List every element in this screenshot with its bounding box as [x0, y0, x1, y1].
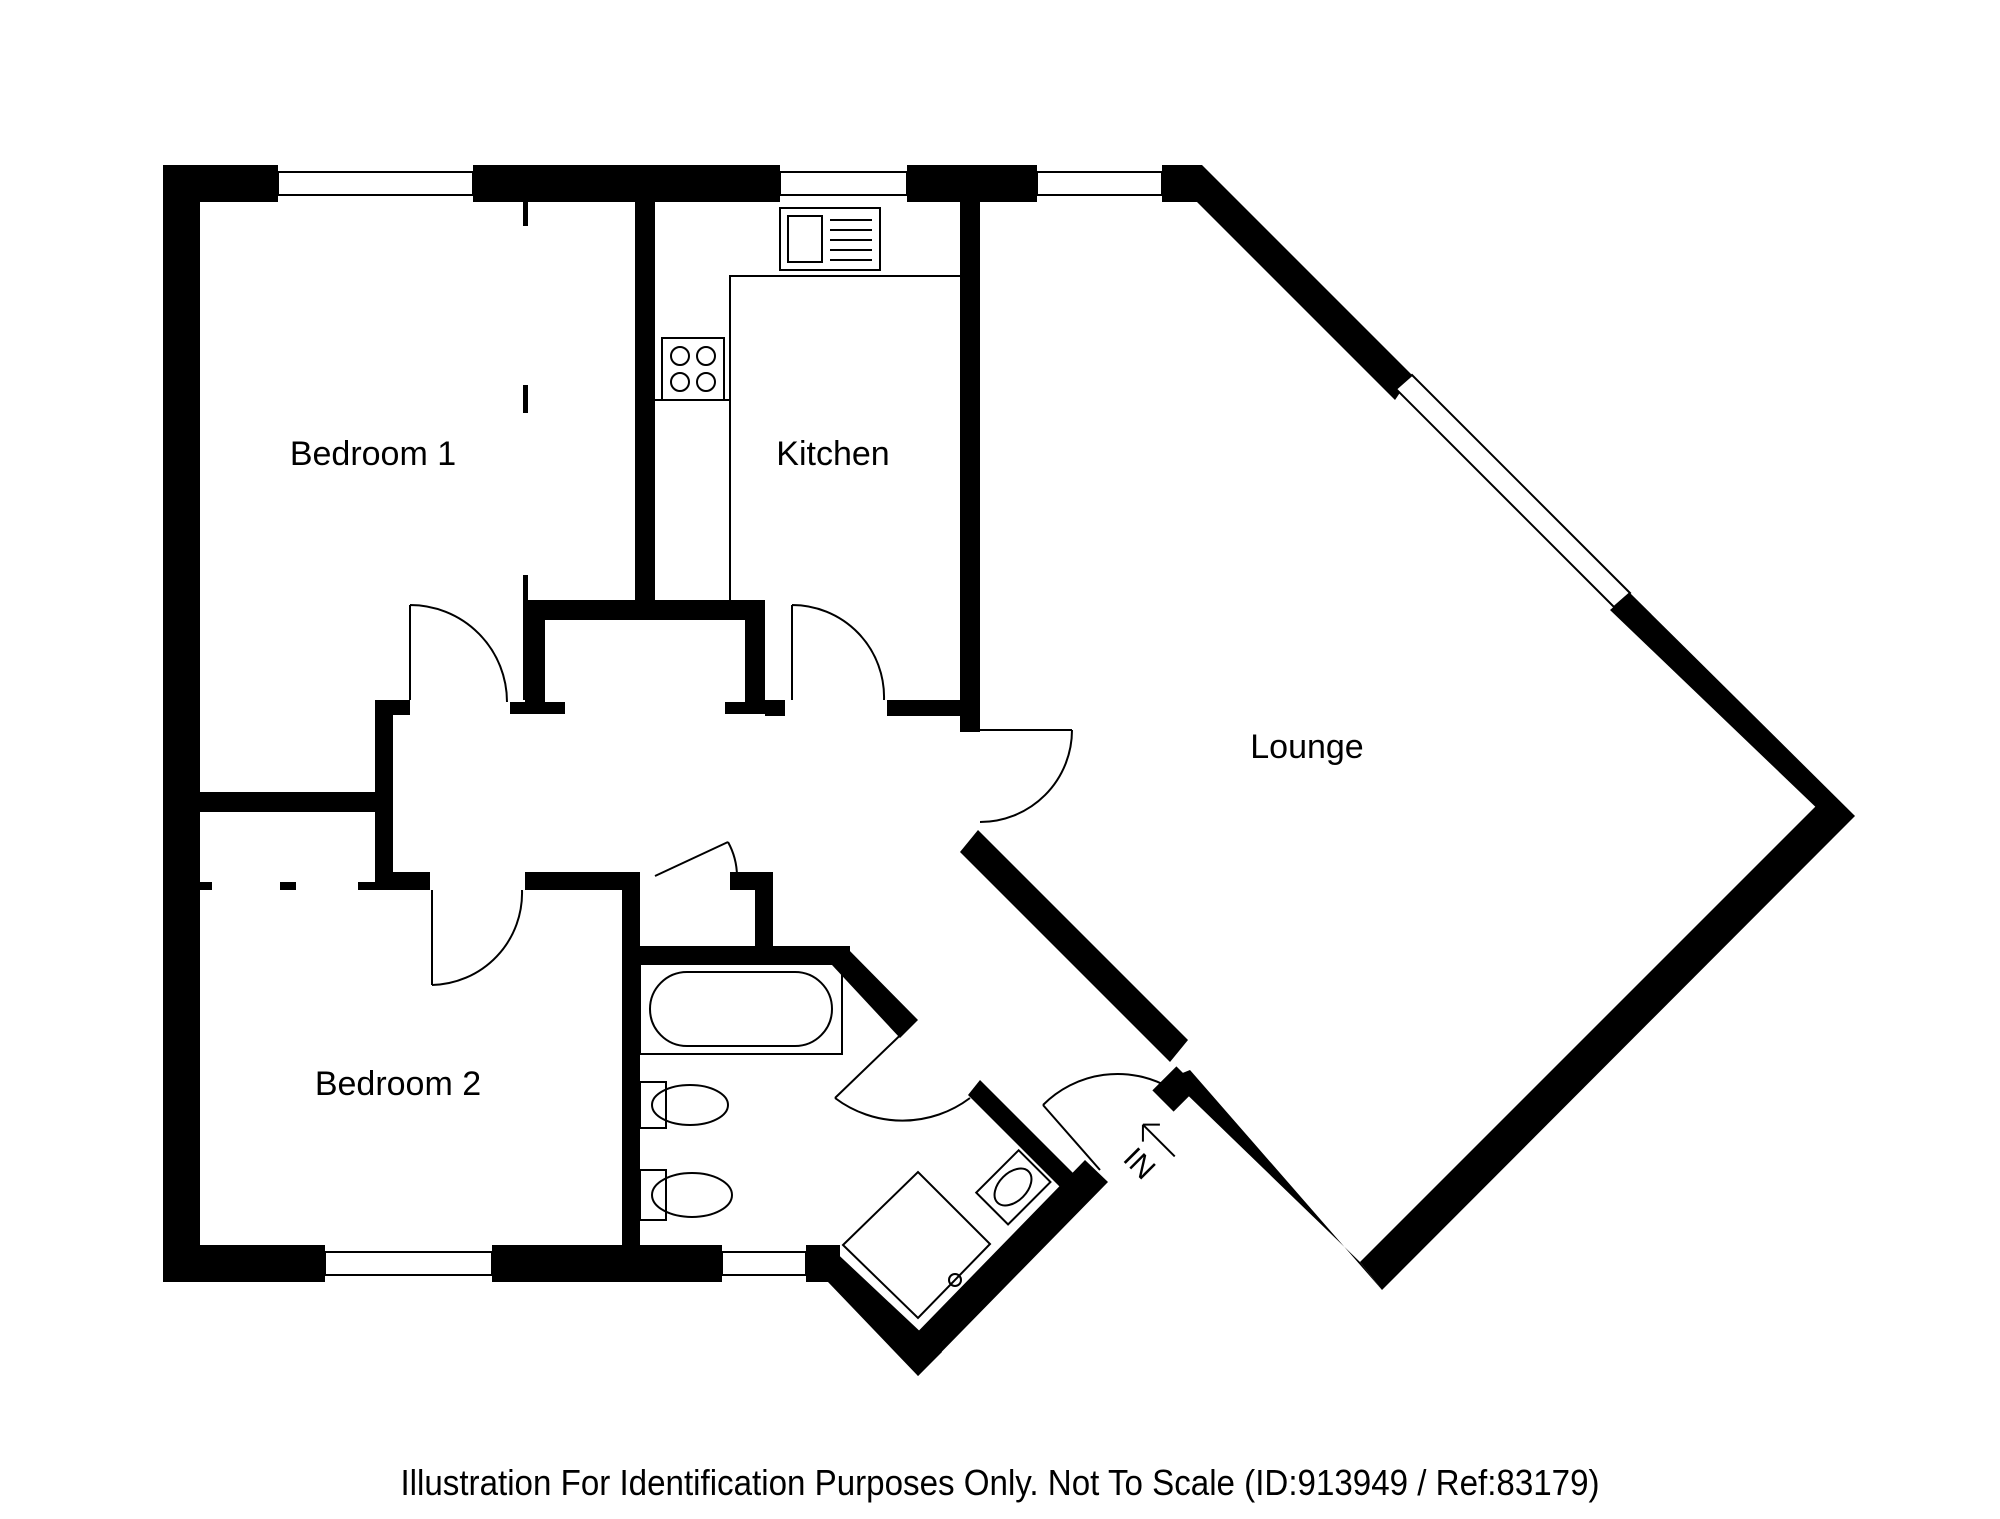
basin-icon: [974, 1148, 1052, 1226]
entrance-label: IN: [1117, 1142, 1162, 1187]
bath-icon: [639, 963, 843, 1055]
toilet-icon: [639, 1081, 667, 1129]
disclaimer-caption: Illustration For Identification Purposes…: [400, 1462, 1600, 1503]
hob-icon: [661, 337, 725, 401]
window-lounge-diagonal: [1394, 373, 1632, 609]
window-lounge-top: [1036, 171, 1163, 196]
room-label-bedroom1: Bedroom 1: [290, 435, 456, 473]
interior-walls: [200, 202, 1080, 1252]
room-label-lounge: Lounge: [1250, 728, 1363, 766]
arrow-icon: [1141, 1123, 1176, 1158]
window-bedroom2: [324, 1251, 493, 1276]
window-bedroom1: [277, 171, 474, 196]
room-label-bedroom2: Bedroom 2: [315, 1065, 481, 1103]
room-label-kitchen: Kitchen: [776, 435, 889, 473]
window-bathroom: [721, 1251, 807, 1276]
sink-icon: [779, 207, 881, 271]
toilet-icon-2: [639, 1169, 667, 1221]
shower-icon: [841, 1170, 992, 1320]
doors: [409, 604, 1171, 1171]
window-kitchen: [779, 171, 908, 196]
fixtures: [639, 207, 1052, 1320]
entrance-marker: IN: [1117, 1123, 1176, 1187]
outer-walls: [163, 165, 1855, 1376]
